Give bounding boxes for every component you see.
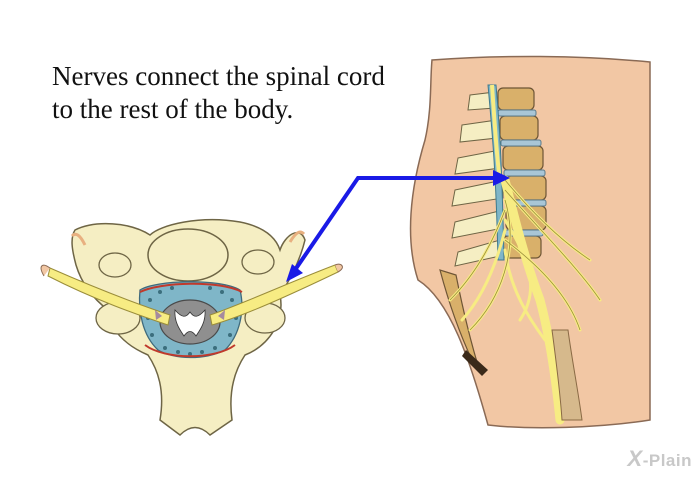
brand-logo-x: X — [627, 446, 643, 471]
grey-matter — [174, 309, 206, 337]
vertebral-body — [147, 228, 229, 282]
blood-vessels — [139, 282, 243, 358]
arrowhead-torso — [493, 170, 510, 186]
brand-logo: X-Plain — [628, 446, 692, 472]
pointer-arrow-icon — [286, 170, 510, 282]
sciatic-nerve-sheath — [551, 329, 583, 421]
spinal-nerves — [40, 230, 343, 326]
arrowhead-cross-section — [286, 264, 303, 282]
nerve-outlines — [449, 179, 601, 331]
caption-text: Nerves connect the spinal cord to the re… — [52, 61, 385, 124]
right-foramen — [241, 249, 275, 275]
left-foramen — [98, 252, 132, 278]
ligaments — [155, 310, 225, 320]
brand-logo-name: -Plain — [642, 451, 692, 470]
spinous-processes — [451, 91, 504, 267]
vertebra-cross-section-icon — [40, 218, 343, 436]
torso-side-view-icon — [409, 55, 651, 429]
